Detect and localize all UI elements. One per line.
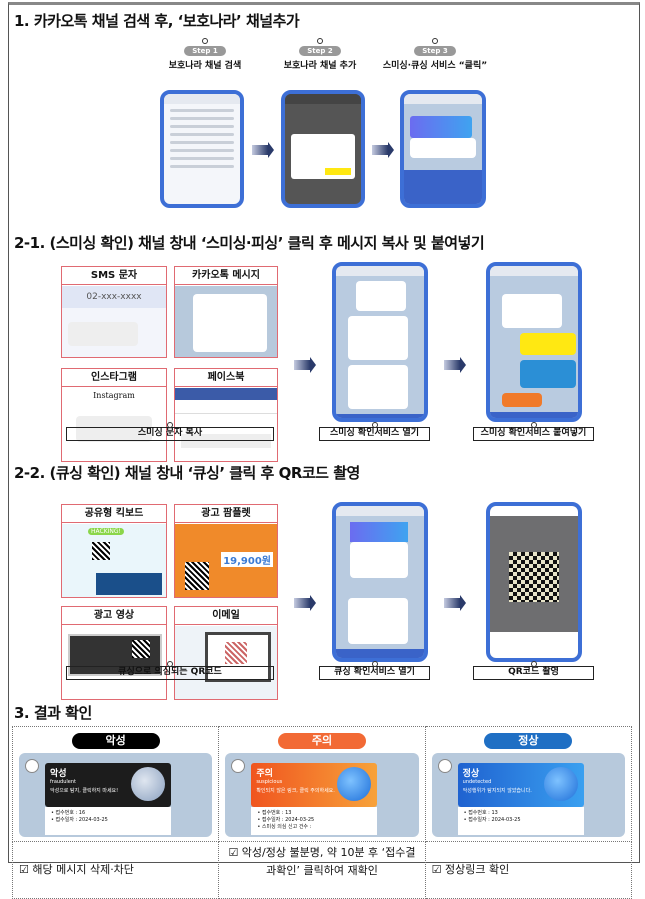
badge-normal: 정상	[484, 733, 573, 749]
phone-search-screenshot	[160, 90, 244, 208]
box-title: 광고 영상	[62, 607, 166, 625]
sender-number: 02-xxx-xxxx	[62, 286, 166, 308]
section-3-title: 3. 결과 확인	[14, 704, 92, 722]
mascot-icon	[543, 767, 578, 801]
badge-caution: 주의	[277, 733, 366, 749]
facebook-message-box: 페이스북	[174, 368, 278, 462]
box-title: 카카오톡 메시지	[175, 267, 277, 285]
mascot-icon	[337, 767, 372, 801]
info-line: • 접수번호 : 13	[257, 810, 292, 816]
instagram-logo: Instagram	[93, 391, 135, 400]
step-label: 스미싱·큐싱 서비스 “클릭”	[382, 61, 488, 71]
banner-en: undetected	[462, 779, 492, 785]
action-malicious: ☑ 해당 메시지 삭제·차단	[11, 841, 220, 899]
step-3: Step 3 스미싱·큐싱 서비스 “클릭”	[380, 38, 490, 71]
phone-smishing-open-screenshot	[332, 262, 428, 422]
channel-avatar	[437, 759, 452, 773]
banner-message: 악성행위가 탐지되지 않았습니다.	[462, 788, 532, 794]
banner-title: 악성	[50, 769, 67, 779]
step-pill: Step 3	[414, 46, 456, 56]
info-line: • 스미싱 의심 신고 건수 :	[257, 824, 312, 830]
label-scan-qr: QR코드 촬영	[473, 661, 594, 680]
box-title: 공유형 킥보드	[62, 505, 166, 523]
banner-message: 확인되지 않은 링크, 클릭 주의하세요.	[256, 788, 335, 794]
mascot-icon	[131, 767, 165, 801]
channel-avatar	[25, 759, 39, 773]
box-title: SMS 문자	[62, 267, 166, 285]
step-pill: Step 1	[184, 46, 226, 56]
banner-message: 악성으로 탐지, 클릭하지 마세요!	[50, 788, 119, 794]
step-label: 보호나라 채널 추가	[283, 61, 357, 71]
box-title: 인스타그램	[62, 369, 166, 387]
arrow-right-icon	[294, 595, 316, 611]
banner-en: fraudulent	[50, 779, 76, 785]
banner-title: 주의	[256, 769, 273, 779]
step-label: 보호나라 채널 검색	[168, 61, 242, 71]
phone-channel-screenshot	[400, 90, 486, 208]
box-title: 광고 팜플렛	[175, 505, 277, 523]
label-paste-smishing-service: 스미싱 확인서비스 붙여넣기	[473, 422, 594, 441]
badge-malicious: 악성	[71, 733, 160, 749]
info-line: • 접수일자 : 2024-03-25	[463, 817, 521, 823]
price-text: 19,900원	[221, 552, 273, 567]
step-1: Step 1 보호나라 채널 검색	[150, 38, 260, 71]
arrow-right-icon	[372, 142, 394, 158]
label-copy-smishing: 스미싱 문자 복사	[66, 422, 274, 441]
arrow-right-icon	[444, 357, 466, 373]
step-pill: Step 2	[299, 46, 341, 56]
step-2: Step 2 보호나라 채널 추가	[265, 38, 375, 71]
phone-smishing-paste-screenshot	[486, 262, 582, 422]
banner-en: suspicious	[256, 779, 283, 785]
instagram-message-box: 인스타그램 Instagram	[61, 368, 167, 462]
info-line: • 접수일자 : 2024-03-25	[51, 817, 108, 823]
kakaotalk-message-box: 카카오톡 메시지	[174, 266, 278, 358]
arrow-right-icon	[252, 142, 274, 158]
hacking-tag: HACKING!	[88, 528, 124, 535]
action-normal: ☑ 정상링크 확인	[424, 841, 633, 899]
banner-title: 정상	[462, 769, 480, 779]
arrow-right-icon	[444, 595, 466, 611]
arrow-right-icon	[294, 357, 316, 373]
ad-video-box: 광고 영상	[61, 606, 167, 700]
label-open-quishing-service: 큐싱 확인서비스 열기	[319, 661, 430, 680]
ad-pamphlet-box: 광고 팜플렛 19,900원	[174, 504, 278, 598]
info-line: • 접수번호 : 16	[51, 810, 86, 816]
section-2-1-title: 2-1. (스미싱 확인) 채널 창내 ‘스미싱·피싱’ 클릭 후 메시지 복사…	[14, 234, 485, 252]
section-1-title: 1. 카카오톡 채널 검색 후, ‘보호나라’ 채널추가	[14, 12, 300, 30]
section-2-2-title: 2-2. (큐싱 확인) 채널 창내 ‘큐싱’ 클릭 후 QR코드 촬영	[14, 464, 360, 482]
label-open-smishing-service: 스미싱 확인서비스 열기	[319, 422, 430, 441]
phone-add-channel-screenshot	[281, 90, 365, 208]
box-title: 이메일	[175, 607, 277, 625]
email-box: 이메일	[174, 606, 278, 700]
channel-avatar	[231, 759, 246, 773]
info-line: • 접수번호 : 13	[463, 810, 498, 816]
shared-kickboard-box: 공유형 킥보드 HACKING!	[61, 504, 167, 598]
box-title: 페이스북	[175, 369, 277, 387]
info-line: • 접수일자 : 2024-03-25	[257, 817, 315, 823]
qr-code-icon	[509, 552, 559, 602]
label-suspected-qr: 큐싱으로 의심되는 QR코드	[66, 661, 274, 680]
phone-qr-scan-screenshot	[486, 502, 582, 662]
action-caution: ☑ 악성/정상 불분명, 약 10분 후 ‘접수결과확인’ 클릭하여 재확인	[218, 841, 426, 899]
phone-quishing-open-screenshot	[332, 502, 428, 662]
